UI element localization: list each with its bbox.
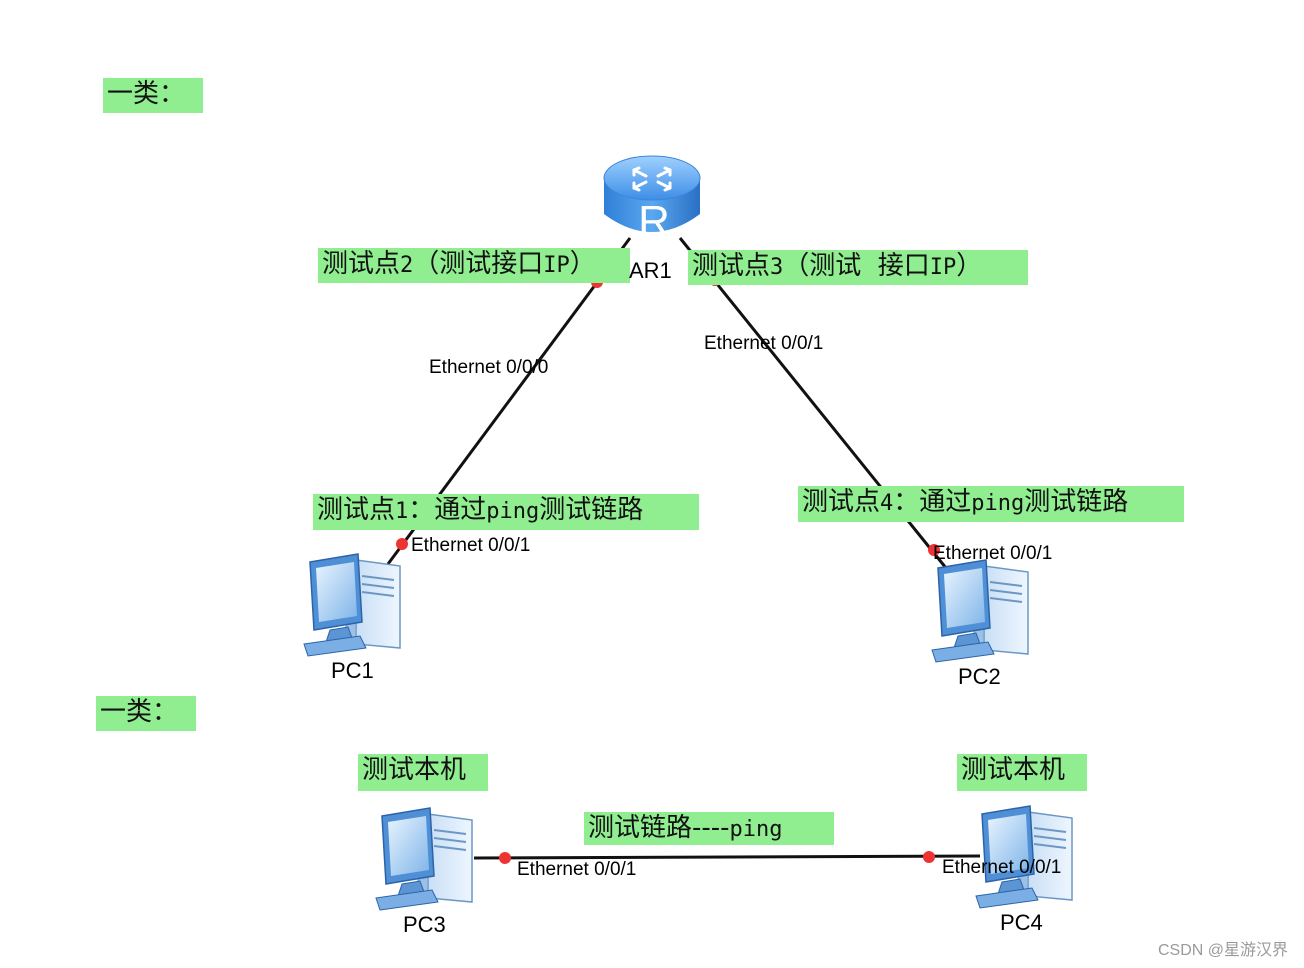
port-dot-pc2: [928, 544, 940, 556]
tp1-a: 测试点: [317, 495, 396, 525]
pc2-icon[interactable]: [931, 559, 1029, 663]
test-point-1-note: 测试点1：通过ping测试链路: [313, 494, 699, 530]
tp2-d: IP: [543, 253, 570, 278]
test-point-3-note: 测试点3（测试 接口IP）: [688, 250, 1028, 285]
tp1-b: 1: [395, 499, 409, 524]
tp3-a: 测试点: [692, 251, 771, 281]
tp1-e: 测试链路: [539, 495, 644, 525]
link-note-b: ----: [692, 813, 730, 843]
link-pc3-pc4: [473, 854, 981, 860]
tp2-c: （测试接口: [413, 249, 544, 279]
device-label-pc3: PC3: [403, 912, 446, 937]
port-label-pc1-e001: Ethernet 0/0/1: [411, 535, 531, 556]
router-letter: R: [638, 197, 670, 246]
tp1-d: ping: [486, 499, 540, 524]
local-test-pc3-note: 测试本机: [358, 754, 488, 791]
port-dot-pc3: [499, 852, 511, 864]
port-label-pc4-e001: Ethernet 0/0/1: [942, 857, 1062, 878]
link-note-a: 测试链路: [588, 813, 693, 843]
tp4-d: ping: [971, 491, 1025, 516]
tp3-e: ）: [956, 251, 983, 281]
device-label-pc1: PC1: [331, 658, 374, 683]
tp3-c: （测试 接口: [783, 251, 930, 281]
port-label-pc2-e001: Ethernet 0/0/1: [933, 543, 1053, 564]
test-point-2-note: 测试点2（测试接口IP）: [318, 248, 630, 283]
link-test-note: 测试链路----ping: [584, 812, 834, 845]
section-label-1: 一类：: [103, 78, 203, 113]
link-note-c: ping: [729, 817, 783, 842]
pc1-icon[interactable]: [303, 553, 401, 657]
port-label-ar1-e000: Ethernet 0/0/0: [429, 357, 549, 378]
local-test-pc4-note: 测试本机: [957, 754, 1087, 791]
router-icon[interactable]: R: [603, 155, 701, 246]
tp2-b: 2: [400, 253, 414, 278]
port-label-ar1-e001: Ethernet 0/0/1: [704, 333, 824, 354]
port-dot-pc4: [923, 851, 935, 863]
device-label-pc2: PC2: [958, 664, 1001, 689]
test-point-4-note: 测试点4：通过ping测试链路: [798, 486, 1184, 522]
tp3-d: IP: [929, 255, 957, 280]
tp3-b: 3: [770, 255, 784, 280]
tp1-c: ：通过: [408, 495, 487, 525]
port-dot-pc1: [396, 538, 408, 550]
tp4-c: ：通过: [893, 487, 972, 517]
tp4-b: 4: [880, 491, 894, 516]
device-label-pc4: PC4: [1000, 910, 1043, 935]
device-label-ar1: AR1: [629, 258, 672, 283]
tp2-a: 测试点: [322, 249, 401, 279]
tp4-a: 测试点: [802, 487, 881, 517]
tp4-e: 测试链路: [1024, 487, 1129, 517]
pc3-icon[interactable]: [375, 807, 473, 911]
port-label-pc3-e001: Ethernet 0/0/1: [517, 859, 637, 880]
watermark: CSDN @星游汉界: [1157, 942, 1288, 959]
tp2-e: ）: [569, 249, 596, 279]
section-label-2: 一类：: [96, 696, 196, 731]
